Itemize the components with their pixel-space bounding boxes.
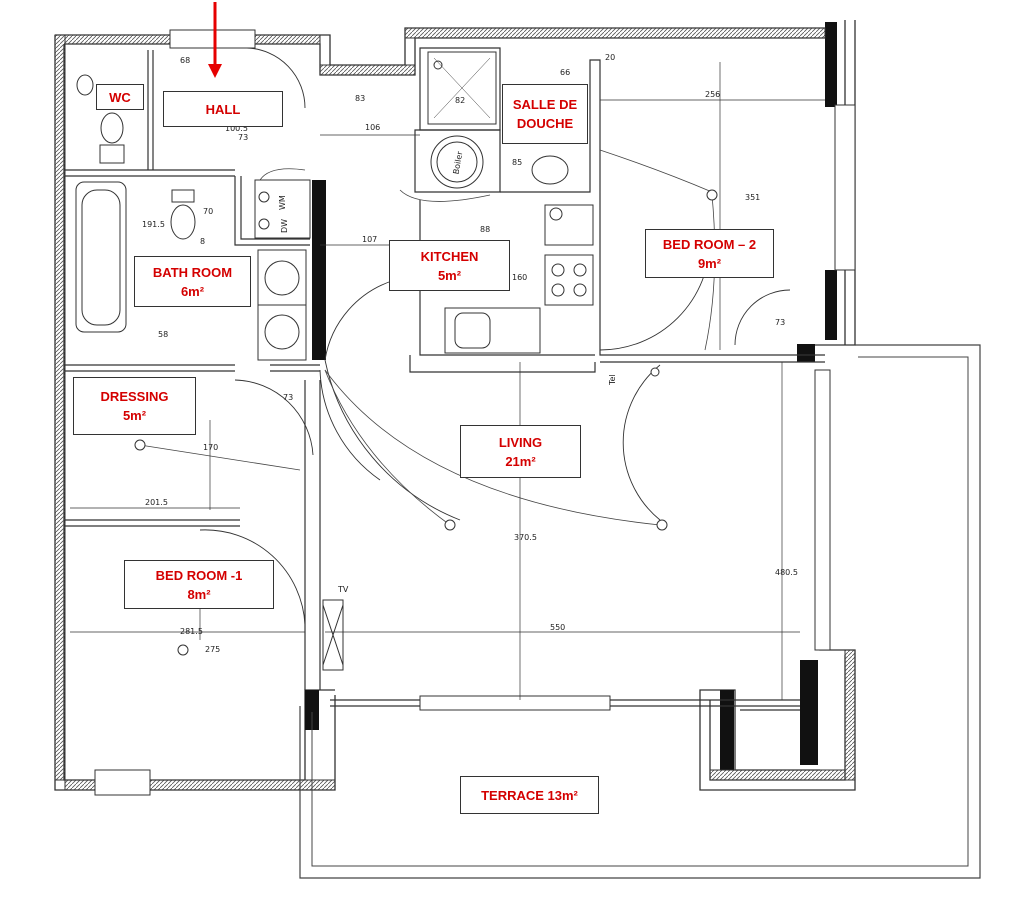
room-area: 21m² bbox=[505, 453, 536, 469]
boiler-label: Boiler bbox=[452, 150, 465, 175]
tv-label: TV bbox=[337, 585, 349, 594]
room-area: 9m² bbox=[697, 255, 722, 271]
room-name: TERRACE 13m² bbox=[481, 787, 578, 803]
room-label-living: LIVING 21m² bbox=[460, 425, 581, 478]
room-label-salle-de-douche: SALLE DE DOUCHE bbox=[502, 84, 588, 144]
dim-label: 480.5 bbox=[775, 568, 798, 577]
dim-label: 70 bbox=[203, 207, 213, 216]
dim-label: 201.5 bbox=[145, 498, 168, 507]
bath-toilet bbox=[170, 204, 196, 240]
sink-icon bbox=[264, 260, 300, 296]
room-label-kitchen: KITCHEN 5m² bbox=[389, 240, 510, 291]
room-name: LIVING bbox=[498, 434, 543, 450]
room-name: DRESSING bbox=[100, 389, 169, 404]
wiring bbox=[139, 149, 716, 526]
wm-label: WM bbox=[278, 195, 287, 210]
shower-basin bbox=[531, 155, 569, 185]
room-label-bath-room: BATH ROOM 6m² bbox=[134, 256, 251, 307]
dimension-labels: 68 83 106 82 20 66 256 351 191.5 107 88 … bbox=[142, 53, 798, 654]
room-label-dressing: DRESSING 5m² bbox=[73, 377, 196, 435]
fixtures bbox=[75, 51, 594, 671]
room-name: SALLE DE bbox=[512, 97, 578, 112]
partitions bbox=[65, 47, 825, 711]
dim-label: 82 bbox=[455, 96, 465, 105]
windows bbox=[94, 29, 856, 796]
room-area: 6m² bbox=[180, 283, 205, 299]
hob-icon bbox=[544, 254, 594, 306]
shower-tray bbox=[427, 51, 497, 125]
dim-label: 106 bbox=[365, 123, 380, 132]
dim-label: 58 bbox=[158, 330, 168, 339]
dim-label: 370.5 bbox=[514, 533, 537, 542]
dim-label: 68 bbox=[180, 56, 190, 65]
tel-label: Tel bbox=[608, 374, 617, 386]
room-name: BATH ROOM bbox=[152, 264, 233, 280]
wc-toilet bbox=[100, 112, 124, 144]
dim-label: 281.5 bbox=[180, 627, 203, 636]
bathtub bbox=[75, 181, 127, 333]
dim-label: 550 bbox=[550, 623, 565, 632]
entry-arrow-icon bbox=[208, 2, 222, 78]
light-icon bbox=[134, 439, 146, 451]
light-points bbox=[134, 189, 718, 656]
wm-box bbox=[254, 179, 311, 239]
room-name: BED ROOM -1 bbox=[155, 567, 243, 583]
room-area: 8m² bbox=[187, 586, 211, 602]
room-label-hall: HALL bbox=[163, 91, 283, 127]
dim-label: 8 bbox=[200, 237, 205, 246]
room-name: DOUCHE bbox=[516, 116, 574, 131]
kitchen-sink bbox=[444, 307, 541, 354]
radiator-icon bbox=[322, 599, 344, 671]
room-name: BED ROOM – 2 bbox=[662, 236, 757, 252]
wc-basin bbox=[76, 74, 94, 96]
dim-label: 85 bbox=[512, 158, 522, 167]
dim-label: 100.5 bbox=[225, 124, 248, 133]
dim-label: 20 bbox=[605, 53, 615, 62]
dim-label: 66 bbox=[560, 68, 570, 77]
terrace-outline bbox=[299, 344, 981, 879]
dimension-lines bbox=[70, 62, 825, 700]
room-name: HALL bbox=[205, 101, 241, 117]
room-label-terrace: TERRACE 13m² bbox=[460, 776, 599, 814]
dim-label: 275 bbox=[205, 645, 220, 654]
hatched-walls bbox=[54, 27, 856, 791]
dim-label: 256 bbox=[705, 90, 720, 99]
room-area: 5m² bbox=[122, 408, 147, 423]
room-name: WC bbox=[109, 89, 131, 105]
dim-label: 88 bbox=[480, 225, 490, 234]
dw-label: DW bbox=[280, 219, 289, 233]
dim-label: 73 bbox=[283, 393, 293, 402]
boiler-icon bbox=[430, 135, 484, 189]
dim-label: 83 bbox=[355, 94, 365, 103]
dim-label: 73 bbox=[775, 318, 785, 327]
room-name: KITCHEN bbox=[420, 248, 479, 264]
dim-label: 191.5 bbox=[142, 220, 165, 229]
dim-label: 107 bbox=[362, 235, 377, 244]
dim-label: 73 bbox=[238, 133, 248, 142]
dim-label: 170 bbox=[203, 443, 218, 452]
room-label-wc: WC bbox=[96, 84, 144, 110]
door-swings bbox=[199, 47, 791, 626]
solid-walls bbox=[305, 22, 837, 770]
dim-label: 351 bbox=[745, 193, 760, 202]
room-label-bed-room-2: BED ROOM – 2 9m² bbox=[645, 229, 774, 278]
room-label-bed-room-1: BED ROOM -1 8m² bbox=[124, 560, 274, 609]
room-area: 5m² bbox=[437, 267, 462, 283]
dim-label: 160 bbox=[512, 273, 527, 282]
